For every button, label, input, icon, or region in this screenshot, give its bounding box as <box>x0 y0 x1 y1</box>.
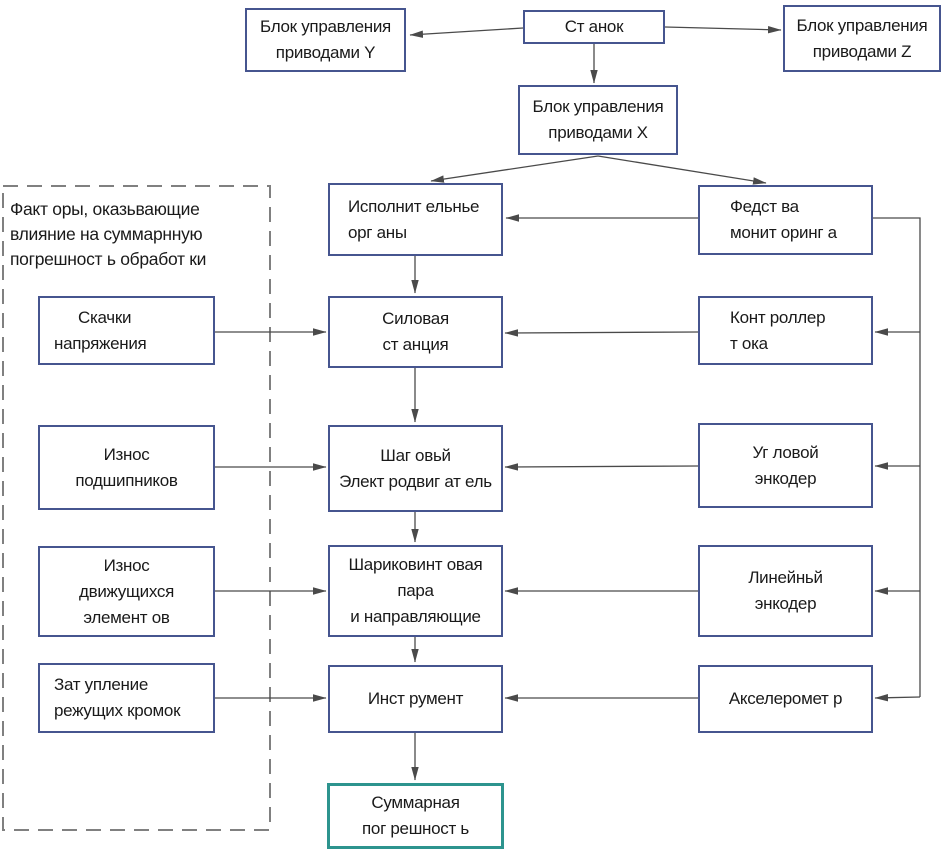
node-uglovoy-enkoder: Уг ловой энкодер <box>698 423 873 508</box>
node-instrument-label: Инст румент <box>367 689 464 708</box>
node-sharikovint-line2: пара <box>397 581 434 600</box>
node-blok-x-line2: приводами X <box>548 123 648 142</box>
edge-blok-x-sredstva <box>597 155 767 185</box>
node-blok-x-line1: Блок управления <box>532 97 664 116</box>
node-sredstva-monitoringa: Федст ва монит оринг а <box>698 185 873 255</box>
node-blok-upravleniya-y: Блок управления приводами Y <box>245 8 406 72</box>
node-iznos-dvizh-line2: движущихся <box>78 581 174 601</box>
node-shagovy-line1: Шаг овьй <box>380 445 451 465</box>
factors-note-line2: влияние на суммарнную <box>10 224 203 244</box>
node-silovaya-line1: Силовая <box>382 309 449 328</box>
node-zatuplenie-line2: режущих кромок <box>54 701 181 720</box>
node-iznos-dvizh-line1: Износ <box>103 555 150 575</box>
node-iznos-dvizhushchihsya-elementov: Износ движущихся элемент ов <box>38 546 215 637</box>
node-skachki-line1: Скачки <box>78 307 132 327</box>
node-skachki-napryazheniya: Скачки напряжения <box>38 296 215 365</box>
factors-note: Факт оры, оказьвающие влияние на суммарн… <box>10 197 266 272</box>
edge-stanok-blok-y <box>409 27 524 38</box>
node-iznos-dvizh-line3: элемент ов <box>83 607 170 627</box>
node-zatuplenie-line1: Зат упление <box>54 675 148 694</box>
node-silovaya-line2: ст анция <box>382 335 449 354</box>
node-sharikovintovaya-para: Шариковинт овая пара и направляющие <box>328 545 503 637</box>
node-kontroller-line2: т ока <box>730 333 768 353</box>
edge-uglovoy-shagovy <box>504 463 699 471</box>
node-shagovy-elektrodvigatel: Шаг овьй Элект родвиг ат ель <box>328 425 503 512</box>
node-blok-z-line1: Блок управления <box>796 15 928 35</box>
node-akselerometr-label: Акселеромет р <box>728 689 843 708</box>
node-silovaya-stanciya: Силовая ст анция <box>328 296 503 368</box>
node-stanok: Ст анок <box>523 10 665 44</box>
node-blok-y-line1: Блок управления <box>260 17 391 36</box>
feedback-trunk-line <box>873 217 921 697</box>
edge-kontroller-silovaya <box>504 329 699 337</box>
node-sredstva-line1: Федст ва <box>730 197 799 216</box>
node-lineyny-line1: Линейньй <box>748 568 823 587</box>
edge-feedback-akselerometr <box>874 694 921 702</box>
node-skachki-line2: напряжения <box>54 333 147 353</box>
node-zatuplenie-kromok: Зат упление режущих кромок <box>38 663 215 733</box>
node-summarnaya-line2: пог решност ь <box>362 819 469 838</box>
node-sharikovint-line3: и направляющие <box>350 607 481 626</box>
node-iznos-podshipnikov-line1: Износ <box>103 444 150 464</box>
factors-note-line3: погрешност ь обработ ки <box>10 249 207 269</box>
node-lineyny-enkoder: Линейньй энкодер <box>698 545 873 637</box>
node-summarnaya-pogreshnost: Суммарная пог решност ь <box>327 783 504 849</box>
node-iznos-podshipnikov-line2: подшипников <box>75 470 178 490</box>
node-kontroller-toka: Конт роллер т ока <box>698 296 873 365</box>
node-ispolnitelnye-organy: Исполнит ельнье орг аны <box>328 183 503 256</box>
node-blok-y-line2: приводами Y <box>275 43 376 62</box>
node-blok-upravleniya-z: Блок управления приводами Z <box>783 5 941 72</box>
edge-blok-x-ispolnit <box>430 155 599 183</box>
node-summarnaya-line1: Суммарная <box>371 793 460 812</box>
node-kontroller-line1: Конт роллер <box>730 307 826 327</box>
factors-dashed-boundary <box>2 185 271 831</box>
node-uglovoy-line1: Уг ловой <box>752 442 819 462</box>
node-instrument: Инст румент <box>328 665 503 733</box>
node-iznos-podshipnikov: Износ подшипников <box>38 425 215 510</box>
factors-note-line1: Факт оры, оказьвающие <box>10 199 200 219</box>
node-uglovoy-line2: энкодер <box>754 468 817 488</box>
node-stanok-label: Ст анок <box>564 17 624 36</box>
node-blok-z-line2: приводами Z <box>812 41 912 61</box>
node-akselerometr: Акселеромет р <box>698 665 873 733</box>
node-lineyny-line2: энкодер <box>754 594 817 613</box>
node-ispolnit-line1: Исполнит ельнье <box>348 196 480 216</box>
node-blok-upravleniya-x: Блок управления приводами X <box>518 85 678 155</box>
node-shagovy-line2: Элект родвиг ат ель <box>339 471 492 491</box>
edge-stanok-blok-z <box>664 25 782 34</box>
node-sredstva-line2: монит оринг а <box>730 223 837 242</box>
node-sharikovint-line1: Шариковинт овая <box>348 555 483 574</box>
node-ispolnit-line2: орг аны <box>348 222 407 242</box>
